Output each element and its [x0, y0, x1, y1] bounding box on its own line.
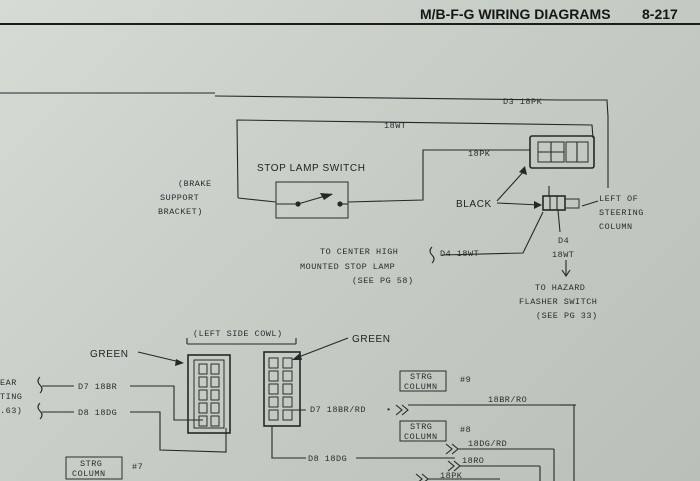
- cowl-connector-left: [187, 354, 231, 434]
- hazard-line2: FLASHER SWITCH: [519, 297, 597, 307]
- strg-column-9: STRG COLUMN #9: [399, 370, 471, 392]
- wire-18wt-top: 18WT: [236, 119, 594, 199]
- wire-d8-dg-label: D8 18DG: [308, 454, 347, 464]
- wire-ro-label: 18RO: [462, 456, 484, 466]
- splice-dot-1: •: [386, 405, 392, 415]
- wire-br-ro-label: 18BR/RO: [488, 395, 527, 405]
- left-of-column-line2: STEERING: [599, 208, 644, 218]
- strg-9-line1: STRG: [410, 372, 432, 382]
- wire-top-label: 18WT: [384, 121, 406, 131]
- hazard-line1: TO HAZARD: [535, 283, 585, 293]
- strg-8-line2: COLUMN: [404, 432, 438, 442]
- strg-column-7: STRG COLUMN #7: [65, 456, 143, 480]
- wire-18pk: 18PK: [347, 149, 530, 203]
- wire-d4-gauge: 18WT: [552, 250, 574, 260]
- rear-fragment-2: TING: [0, 392, 22, 402]
- wire-d4-code: D4: [558, 236, 569, 246]
- green-left-label: GREEN: [90, 349, 129, 360]
- rear-fragment-1: EAR: [0, 378, 17, 388]
- brake-bracket-line2: SUPPORT: [160, 193, 199, 203]
- center-high-line3: (SEE PG 58): [352, 276, 414, 286]
- wire-d4: D4 18WT D4 18WT: [429, 209, 574, 277]
- page-header: M/B-F-G WIRING DIAGRAMS 8-217: [0, 6, 700, 25]
- cowl-connector-right: [263, 351, 301, 427]
- wire-d3: D3 18PK: [214, 95, 609, 188]
- brake-bracket-line1: (BRAKE: [178, 179, 212, 189]
- wire-pk-label: 18PK: [468, 149, 491, 159]
- strg-7-line1: STRG: [80, 459, 102, 469]
- header-page-number: 8-217: [642, 6, 678, 22]
- stop-lamp-switch: STOP LAMP SWITCH: [237, 163, 366, 219]
- wire-d4-label: D4 18WT: [440, 249, 479, 259]
- strg-7-ref: #7: [132, 462, 143, 472]
- center-high-line1: TO CENTER HIGH: [320, 247, 398, 257]
- wire-pk-lower-label: 18PK: [440, 471, 463, 481]
- strg-column-8: STRG COLUMN #8: [399, 420, 471, 442]
- left-side-cowl-label: (LEFT SIDE COWL): [193, 329, 283, 339]
- wire-d3-label: D3 18PK: [503, 97, 543, 107]
- wire-d7-label: D7 18BR: [78, 382, 117, 392]
- rear-fragment-3: .63): [0, 406, 22, 416]
- left-of-column-line1: LEFT OF: [599, 194, 638, 204]
- center-high-line2: MOUNTED STOP LAMP: [300, 262, 395, 272]
- green-right-label: GREEN: [352, 334, 391, 345]
- strg-8-ref: #8: [460, 425, 471, 435]
- strg-8-line1: STRG: [410, 422, 432, 432]
- wire-d7-rd-label: D7 18BR/RD: [310, 405, 366, 415]
- wire-d8-label: D8 18DG: [78, 408, 117, 418]
- wire-dg-ro-label: 18DG/RD: [468, 439, 507, 449]
- strg-7-line2: COLUMN: [72, 469, 106, 479]
- hazard-line3: (SEE PG 33): [536, 311, 598, 321]
- left-of-column-line3: COLUMN: [599, 222, 633, 232]
- brake-bracket-line3: BRACKET): [158, 207, 203, 217]
- black-label: BLACK: [456, 199, 492, 210]
- strg-9-ref: #9: [460, 375, 471, 385]
- strg-9-line2: COLUMN: [404, 382, 438, 392]
- stop-lamp-switch-label: STOP LAMP SWITCH: [257, 163, 366, 174]
- header-title: M/B-F-G WIRING DIAGRAMS: [420, 6, 611, 22]
- connector-lower: [542, 186, 580, 211]
- black-callout: BLACK: [456, 166, 542, 210]
- stop-lamp-switch-box: [275, 181, 349, 219]
- connector-upper: [529, 135, 595, 169]
